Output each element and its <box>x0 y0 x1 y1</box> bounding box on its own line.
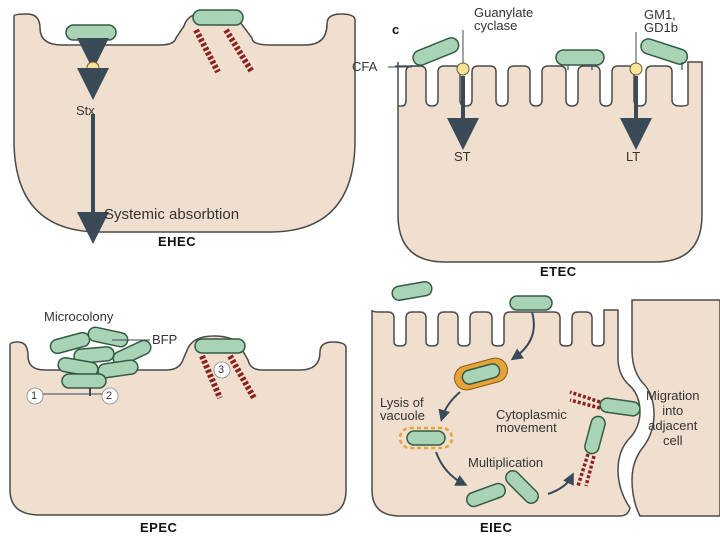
etec-letter: c <box>392 22 400 37</box>
microcolony <box>49 326 152 389</box>
cfa-label: CFA <box>352 59 378 74</box>
st-label: ST <box>454 149 471 164</box>
lt-label: LT <box>626 149 641 164</box>
bacterium <box>65 24 117 41</box>
microcolony-label: Microcolony <box>44 309 114 324</box>
bfp-label: BFP <box>152 332 178 347</box>
entry-arrow <box>510 311 535 361</box>
ehec-toxin-label: Stx <box>76 103 95 118</box>
actin-filament <box>223 28 255 74</box>
gm1-label: GM1, GD1b <box>644 7 678 35</box>
guanylate-cyclase-receptor <box>456 62 470 76</box>
bacterium <box>192 9 244 26</box>
eiec-cell <box>371 309 641 517</box>
epec-panel <box>9 326 347 516</box>
bacterium <box>194 338 246 354</box>
bacterium <box>505 470 539 504</box>
eiec-title: EIEC <box>480 520 513 535</box>
etec-title: ETEC <box>540 264 577 279</box>
bacterium <box>466 482 506 508</box>
step-3-label: 3 <box>218 364 225 376</box>
gm1-receptor <box>629 62 643 76</box>
lysed-vacuole <box>398 426 454 450</box>
migration-label: Migration into adjacent cell <box>646 388 700 448</box>
step-3-marker <box>213 361 231 379</box>
bacterium <box>640 38 689 65</box>
etec-cell <box>397 61 703 263</box>
eiec-panel <box>371 280 720 517</box>
adjacent-cell <box>631 299 720 517</box>
actin-filament <box>227 354 257 400</box>
bacterium <box>406 430 446 446</box>
bacterium <box>391 280 433 302</box>
ehec-absorption-label: Systemic absorbtion <box>104 206 240 223</box>
lysis-label: Lysis of vacuole <box>380 395 425 423</box>
guanylate-label: Guanylate cyclase <box>474 5 534 33</box>
etec-panel <box>388 30 703 263</box>
epec-title: EPEC <box>140 520 178 535</box>
step-1-marker <box>26 387 44 405</box>
bacterium <box>599 397 641 417</box>
bacterium <box>461 363 501 385</box>
bacterium <box>555 49 605 66</box>
step-2-label: 2 <box>106 390 113 402</box>
bacterium <box>412 37 460 66</box>
step-1-label: 1 <box>31 390 38 402</box>
bacterium <box>509 295 553 311</box>
bacterium <box>584 415 606 455</box>
ehec-cell <box>13 11 356 233</box>
step-2-marker <box>101 387 119 405</box>
actin-filament <box>193 28 221 74</box>
ehec-title: EHEC <box>158 234 197 249</box>
cytoplasmic-label: Cytoplasmic movement <box>496 407 567 435</box>
actin-filament <box>199 354 223 400</box>
multiplication-label: Multiplication <box>468 455 544 470</box>
ehec-panel <box>13 9 356 244</box>
toxin-receptor <box>86 61 100 75</box>
